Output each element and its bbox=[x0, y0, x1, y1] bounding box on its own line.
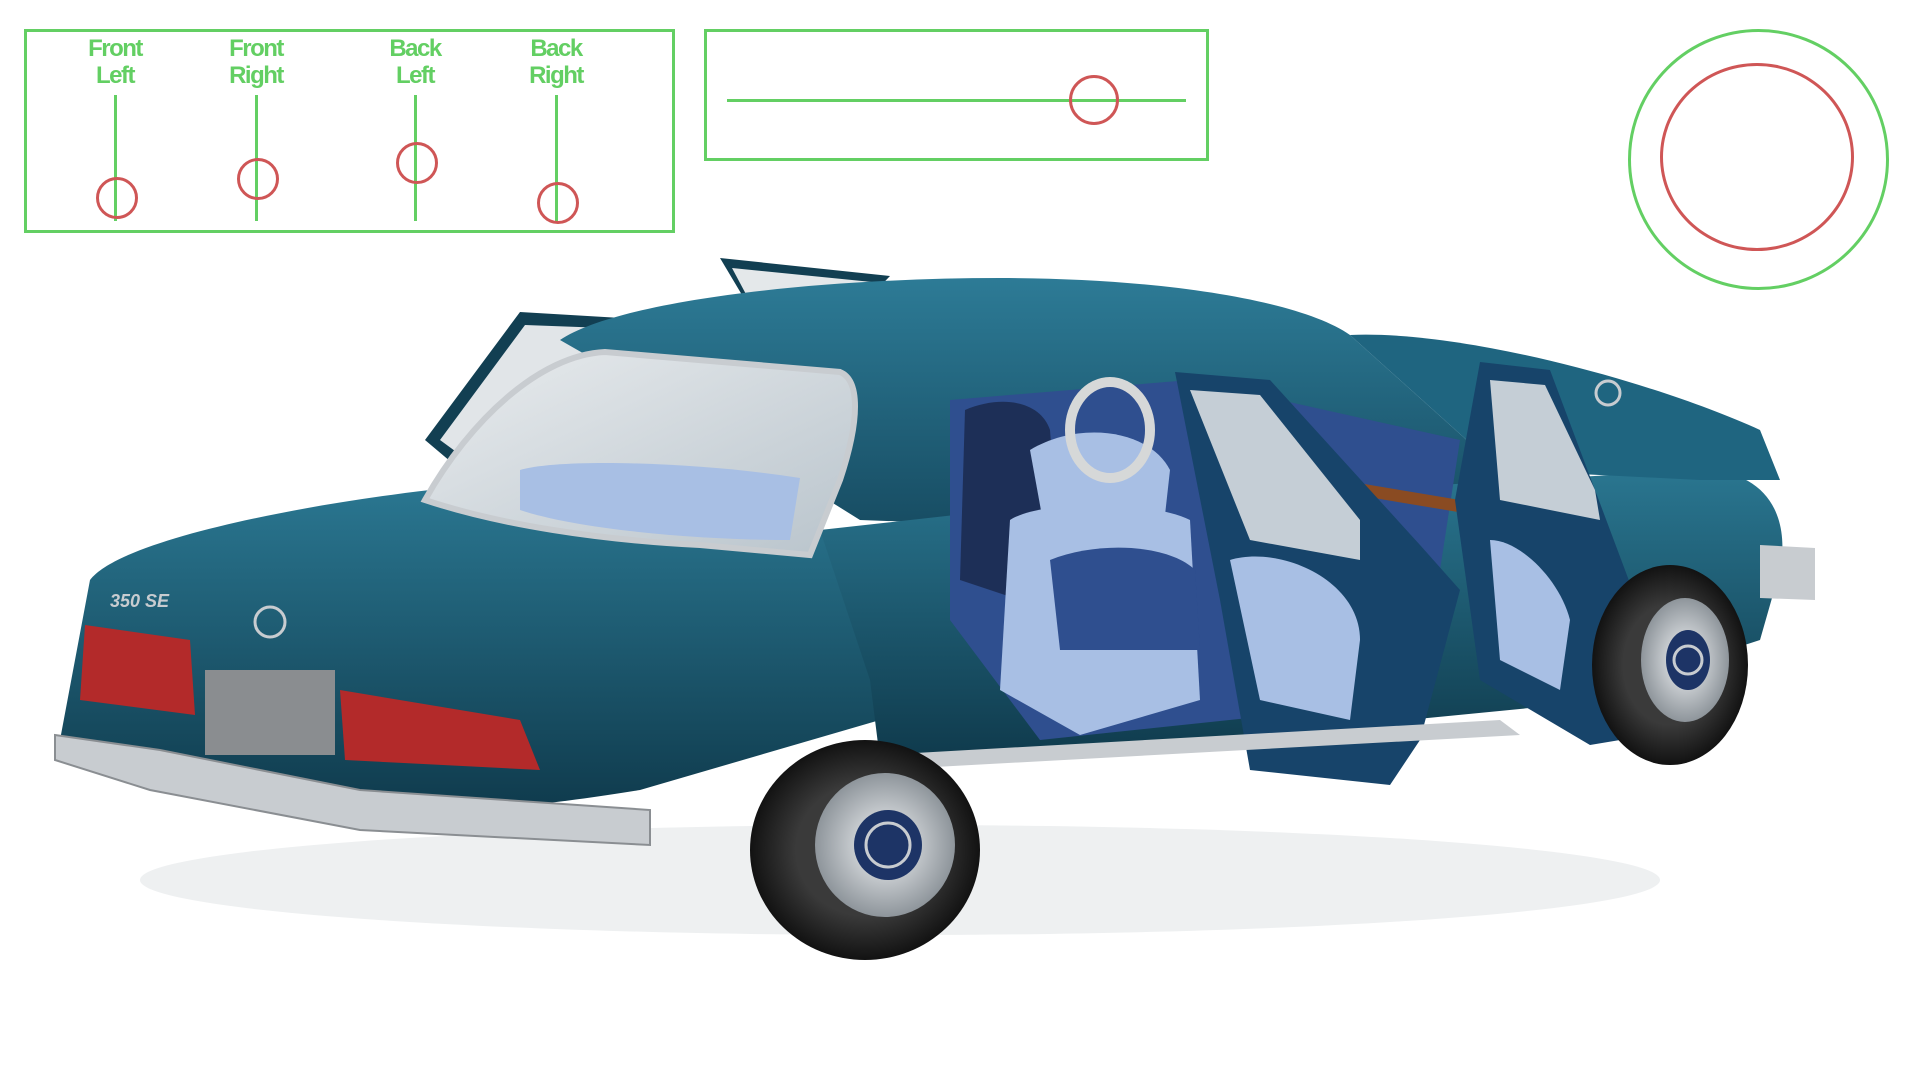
door-slider-track-back-right[interactable] bbox=[554, 95, 558, 221]
door-slider-track-front-left[interactable] bbox=[113, 95, 117, 221]
wheel-star-icon bbox=[864, 821, 912, 869]
door-slider-knob-back-right[interactable] bbox=[537, 181, 579, 224]
door-slider-knob-front-right[interactable] bbox=[237, 157, 279, 200]
steering-slider-track[interactable] bbox=[727, 98, 1186, 102]
door-back-right-open bbox=[1175, 372, 1460, 785]
door-label-back-left: Back Left bbox=[389, 35, 442, 89]
model-badge: 350 SE bbox=[110, 591, 170, 611]
rear-fascia: 350 SE bbox=[54, 591, 651, 847]
side-chrome-strip bbox=[880, 720, 1520, 770]
steering-slider-knob[interactable] bbox=[1069, 75, 1120, 125]
front-bumper bbox=[1760, 545, 1815, 600]
door-slider-knob-back-left[interactable] bbox=[396, 141, 438, 184]
star-emblem-icon bbox=[253, 605, 287, 639]
rotation-dial-ring[interactable] bbox=[1660, 63, 1854, 251]
rotation-dial[interactable] bbox=[1628, 29, 1889, 290]
wheel-star-icon bbox=[1672, 644, 1704, 676]
door-controls-panel: Front Left Front Right Back Left Back Ri… bbox=[24, 29, 675, 233]
door-slider-knob-front-left[interactable] bbox=[96, 176, 138, 219]
rear-wheel bbox=[750, 740, 980, 960]
door-label-back-right: Back Right bbox=[529, 35, 584, 89]
door-label-front-left: Front Left bbox=[88, 35, 143, 89]
front-wheel bbox=[1592, 565, 1748, 765]
hood-ornament-icon bbox=[1594, 379, 1622, 407]
car-render: 350 SE bbox=[54, 258, 1815, 960]
door-label-front-right: Front Right bbox=[229, 35, 284, 89]
steering-slider-panel bbox=[704, 29, 1209, 161]
